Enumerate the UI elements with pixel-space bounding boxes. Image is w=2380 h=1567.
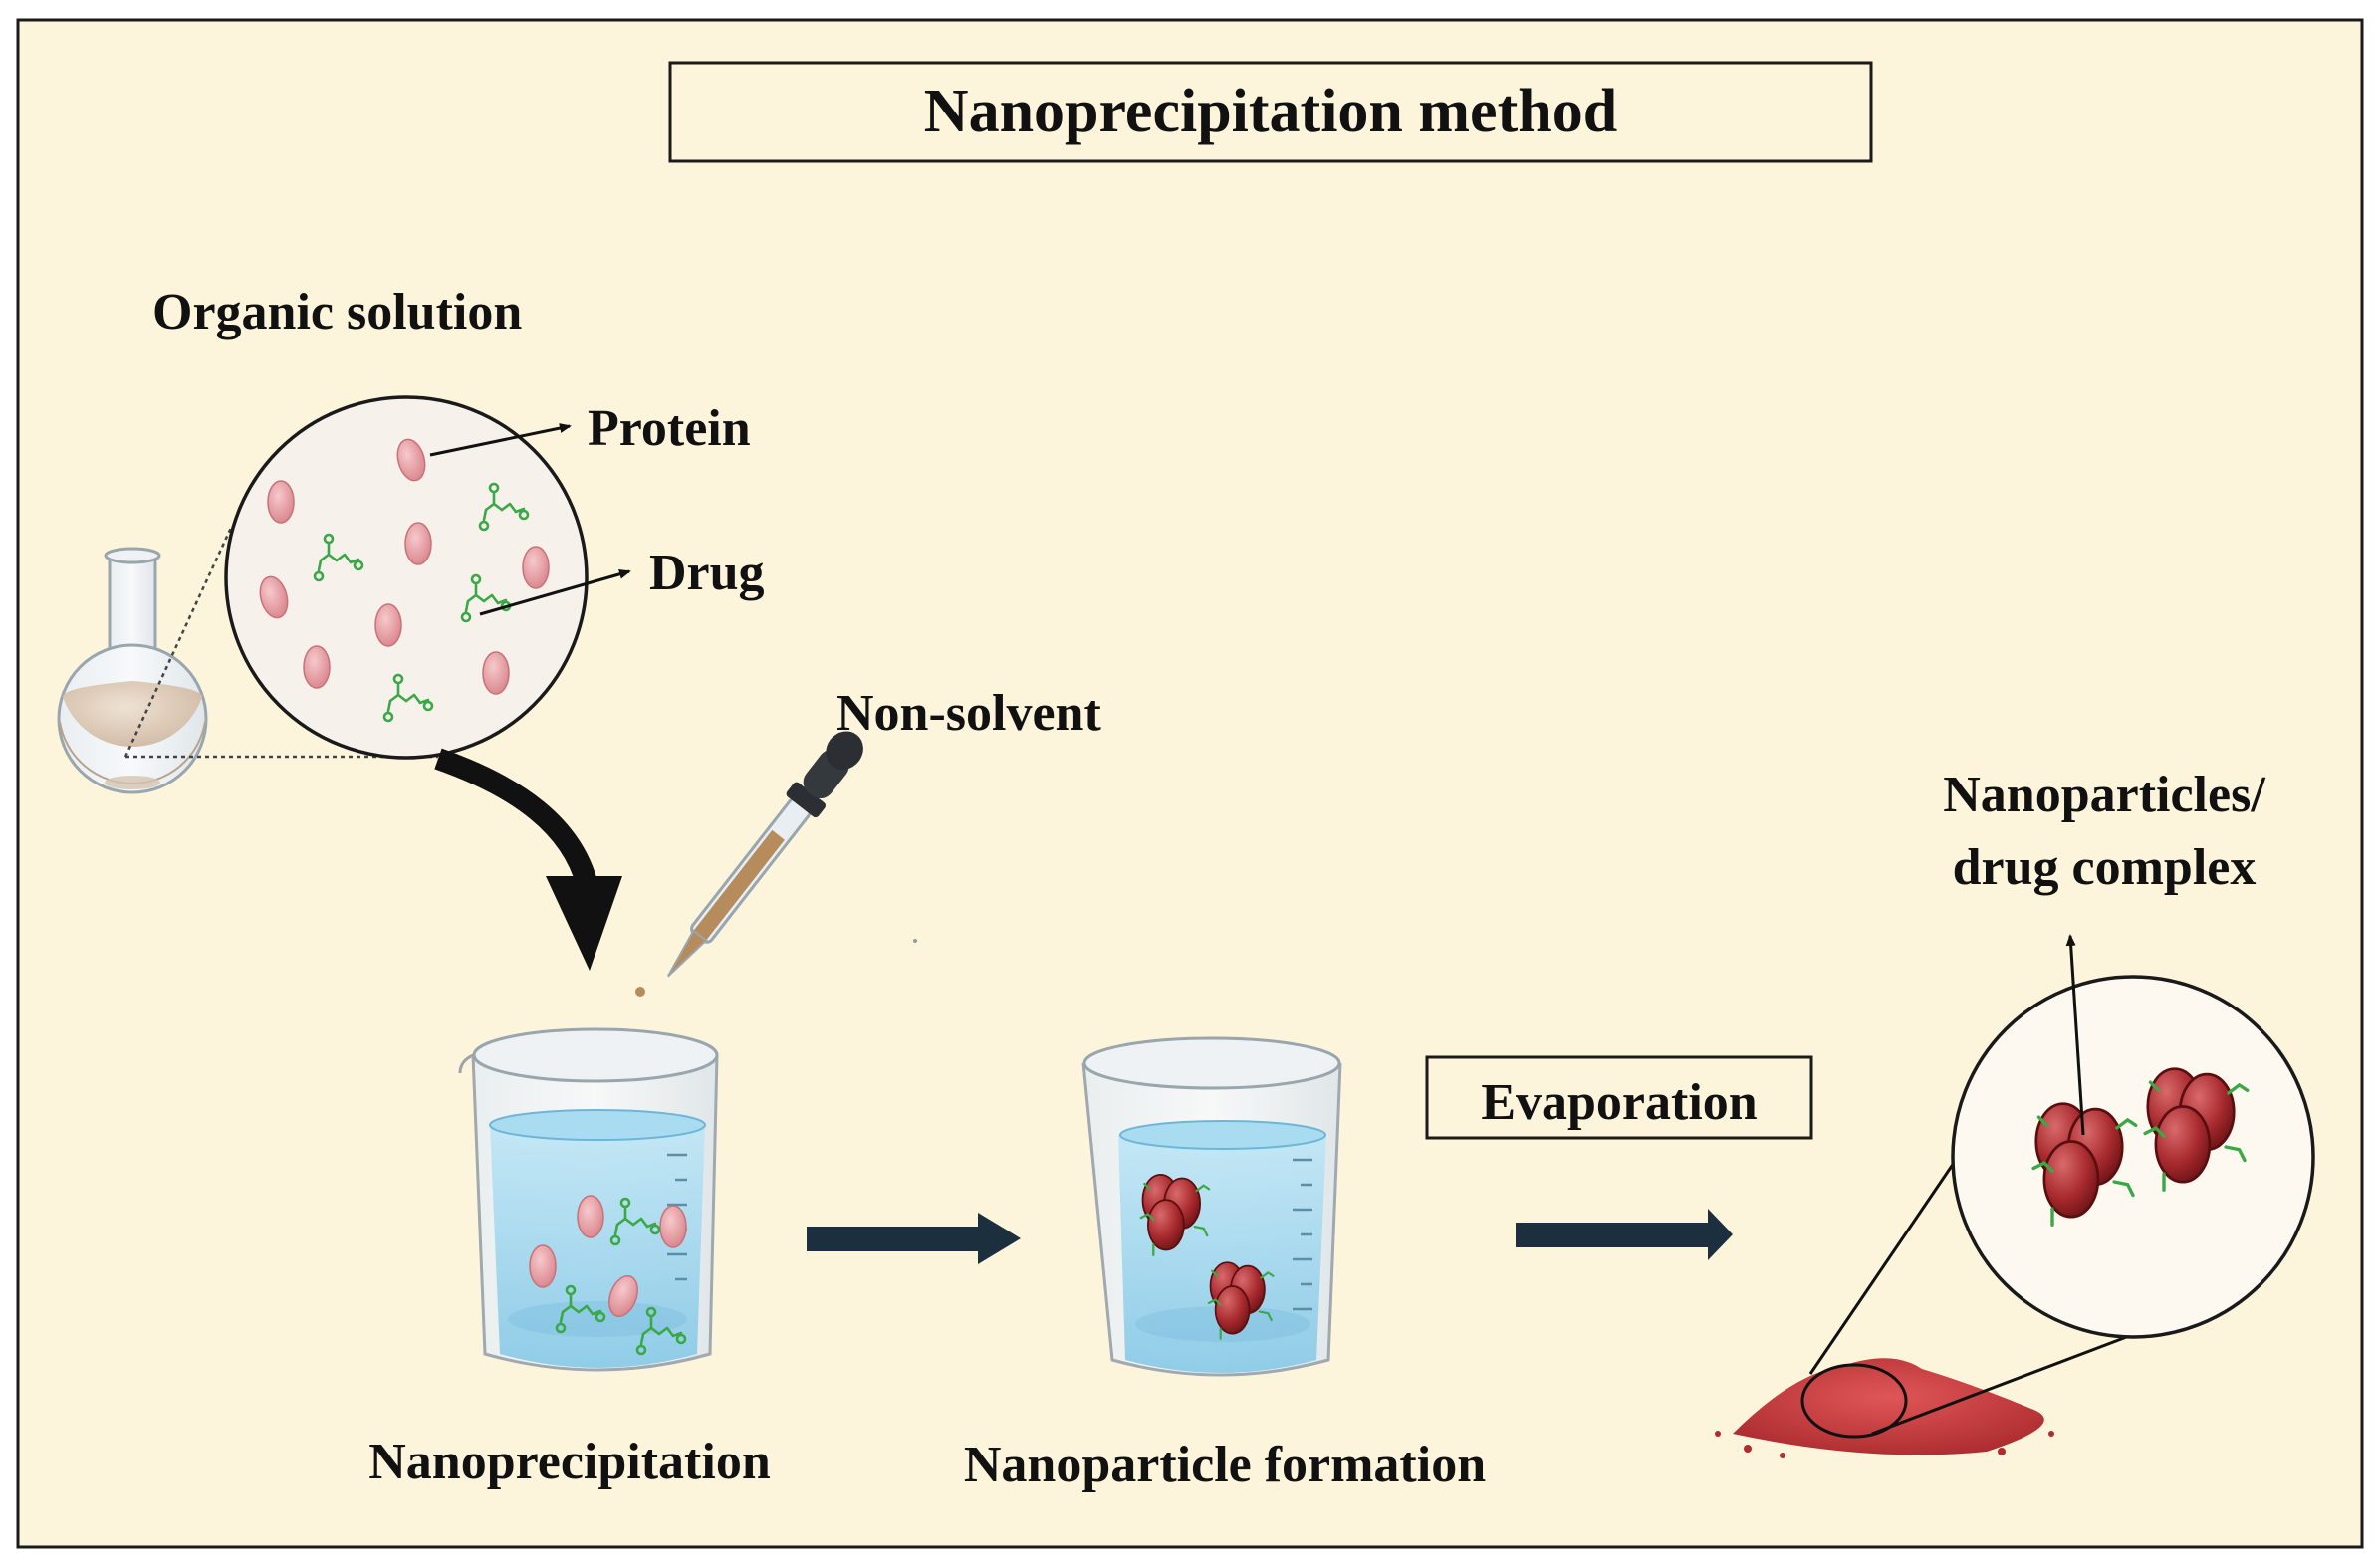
nanoparticle-formation-label: Nanoparticle formation xyxy=(964,1437,1486,1493)
nanoprecipitation-label: Nanoprecipitation xyxy=(368,1434,771,1490)
dropper-icon xyxy=(666,731,863,978)
organic-solution-zoom xyxy=(224,395,589,760)
curved-arrow-icon xyxy=(434,748,622,971)
drug-pointer: Drug xyxy=(479,545,765,616)
complex-label-line1: Nanoparticles/ xyxy=(1943,767,2265,823)
organic-solution-label: Organic solution xyxy=(152,284,522,340)
complex-zoom xyxy=(1951,975,2315,1339)
drug-label: Drug xyxy=(649,545,765,601)
powder-zoom-lines xyxy=(1800,1162,2130,1439)
title-box: Nanoprecipitation method xyxy=(668,61,1873,163)
zoom-projection xyxy=(123,527,438,759)
complex-label-line2: drug complex xyxy=(1953,839,2257,896)
flow-arrow-icon xyxy=(807,1213,1021,1264)
beaker-icon xyxy=(1081,1036,1342,1377)
page-title: Nanoprecipitation method xyxy=(924,78,1617,145)
non-solvent-label: Non-solvent xyxy=(836,685,1101,742)
protein-pointer: Protein xyxy=(429,400,751,457)
beaker-icon xyxy=(458,1027,719,1372)
drop xyxy=(635,987,645,997)
flow-arrow-icon xyxy=(1516,1209,1733,1260)
protein-label: Protein xyxy=(588,400,751,457)
evaporation-box: Evaporation xyxy=(1425,1055,1813,1140)
complex-pointer xyxy=(2065,934,2085,1136)
evaporation-label: Evaporation xyxy=(1481,1074,1757,1131)
